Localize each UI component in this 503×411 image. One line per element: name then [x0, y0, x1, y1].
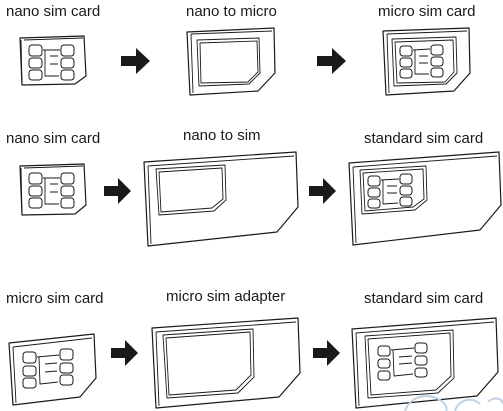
nano-sim-card-icon	[19, 163, 87, 216]
sim-adapter-icon	[151, 317, 301, 409]
micro-sim-card-icon	[8, 333, 97, 406]
arrow-right-icon	[121, 48, 150, 74]
arrow-right-icon	[309, 178, 336, 204]
label-r1-left: nano sim card	[6, 3, 101, 20]
standard-sim-card-icon	[348, 151, 502, 246]
nano-sim-card-icon	[19, 35, 87, 86]
label-r3-mid: micro sim adapter	[166, 288, 286, 305]
arrow-right-icon	[317, 48, 346, 74]
sim-chip-icon	[28, 172, 75, 209]
arrow-right-icon	[104, 178, 131, 204]
standard-sim-card-icon	[351, 317, 499, 409]
label-r2-mid: nano to sim	[183, 127, 261, 144]
micro-sim-card-icon	[382, 27, 471, 96]
sim-adapter-icon	[186, 27, 276, 96]
arrow-right-icon	[313, 340, 340, 366]
label-r1-mid: nano to micro	[186, 3, 277, 20]
label-r2-left: nano sim card	[6, 130, 101, 147]
sim-chip-icon	[377, 342, 428, 381]
sim-adapter-icon	[143, 151, 299, 247]
sim-chip-icon	[399, 44, 444, 79]
label-r3-left: micro sim card	[6, 290, 104, 307]
sim-chip-icon	[28, 44, 75, 81]
label-r3-right: standard sim card	[364, 290, 484, 307]
label-r1-right: micro sim card	[378, 3, 476, 20]
sim-chip-icon	[367, 173, 413, 209]
label-r2-right: standard sim card	[364, 130, 484, 147]
sim-chip-icon	[22, 348, 74, 389]
arrow-right-icon	[111, 340, 138, 366]
